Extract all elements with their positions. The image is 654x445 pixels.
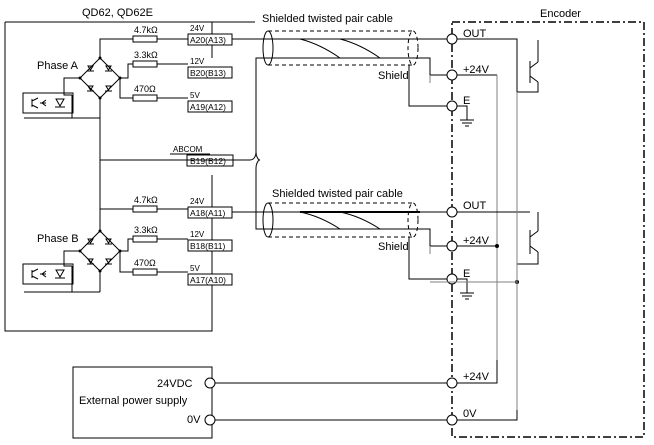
phase-a-label: Phase A — [37, 60, 79, 72]
shield-label-a: Shield — [378, 70, 409, 82]
voltage-24v-b: 24V — [190, 197, 205, 206]
abcom-terminal-label: B19(B12) — [190, 156, 226, 166]
resistor-3k3-a — [132, 60, 158, 68]
transistor-a — [516, 40, 539, 93]
terminal-b20: B20(B13) — [190, 68, 226, 78]
resistor-4k7-a — [132, 35, 158, 43]
terminal-a20: A20(A13) — [190, 35, 226, 45]
resistor-470-a — [132, 94, 158, 102]
resistor-4k7-b — [132, 205, 158, 213]
abcom-label: ABCOM — [173, 145, 203, 154]
shield-label-b: Shield — [378, 241, 409, 253]
encoder-box — [451, 21, 645, 438]
voltage-12v-b: 12V — [190, 230, 205, 239]
resistor-470-a-label: 470Ω — [134, 84, 156, 94]
enc-out-b: OUT — [463, 200, 487, 212]
photocoupler-a — [22, 92, 74, 114]
voltage-24v-a: 24V — [190, 24, 205, 33]
resistor-3k3-b — [132, 235, 158, 243]
cable-label-a: Shielded twisted pair cable — [262, 13, 393, 25]
power-supply-box — [72, 366, 213, 439]
enc-out-a: OUT — [463, 28, 487, 40]
terminal-a19: A19(A12) — [190, 102, 226, 112]
power-supply-minus-label: 0V — [187, 414, 201, 426]
power-supply-plus-label: 24VDC — [157, 378, 193, 390]
encoder-title: Encoder — [540, 8, 581, 20]
module-title: QD62, QD62E — [82, 7, 153, 19]
terminal-a17: A17(A10) — [190, 275, 226, 285]
resistor-3k3-b-label: 3.3kΩ — [134, 225, 158, 235]
photocoupler-b — [22, 263, 74, 285]
voltage-5v-a: 5V — [190, 91, 200, 100]
bridge-rectifier-a — [78, 56, 122, 100]
channel-phase-b: Phase B 4.7kΩ 3.3kΩ 470Ω 24 — [22, 188, 539, 300]
enc-plus-24v: +24V — [463, 371, 490, 383]
channel-phase-a: Phase A 4.7kΩ 3.3kΩ 47 — [22, 13, 539, 360]
external-power-supply: 24VDC External power supply 0V +24V 0V — [72, 75, 518, 439]
resistor-470-b — [132, 268, 158, 276]
voltage-5v-b: 5V — [190, 264, 200, 273]
enc-zero-v: 0V — [463, 408, 477, 420]
terminal-b18: B18(B11) — [190, 241, 225, 251]
voltage-12v-a: 12V — [190, 57, 205, 66]
enc-e-b: E — [463, 268, 470, 280]
enc-24v-b: +24V — [463, 235, 490, 247]
resistor-3k3-a-label: 3.3kΩ — [134, 50, 158, 60]
bridge-rectifier-b — [78, 229, 122, 273]
resistor-470-b-label: 470Ω — [134, 258, 156, 268]
enc-e-a: E — [463, 95, 470, 107]
abcom-cross — [233, 57, 268, 230]
resistor-4k7-a-label: 4.7kΩ — [134, 25, 158, 35]
terminal-a18: A18(A11) — [190, 208, 225, 218]
transistor-b — [516, 212, 539, 282]
enc-24v-a: +24V — [463, 64, 490, 76]
phase-b-label: Phase B — [37, 233, 79, 245]
cable-label-b: Shielded twisted pair cable — [272, 188, 403, 200]
resistor-4k7-b-label: 4.7kΩ — [134, 195, 158, 205]
power-supply-label: External power supply — [79, 395, 188, 407]
